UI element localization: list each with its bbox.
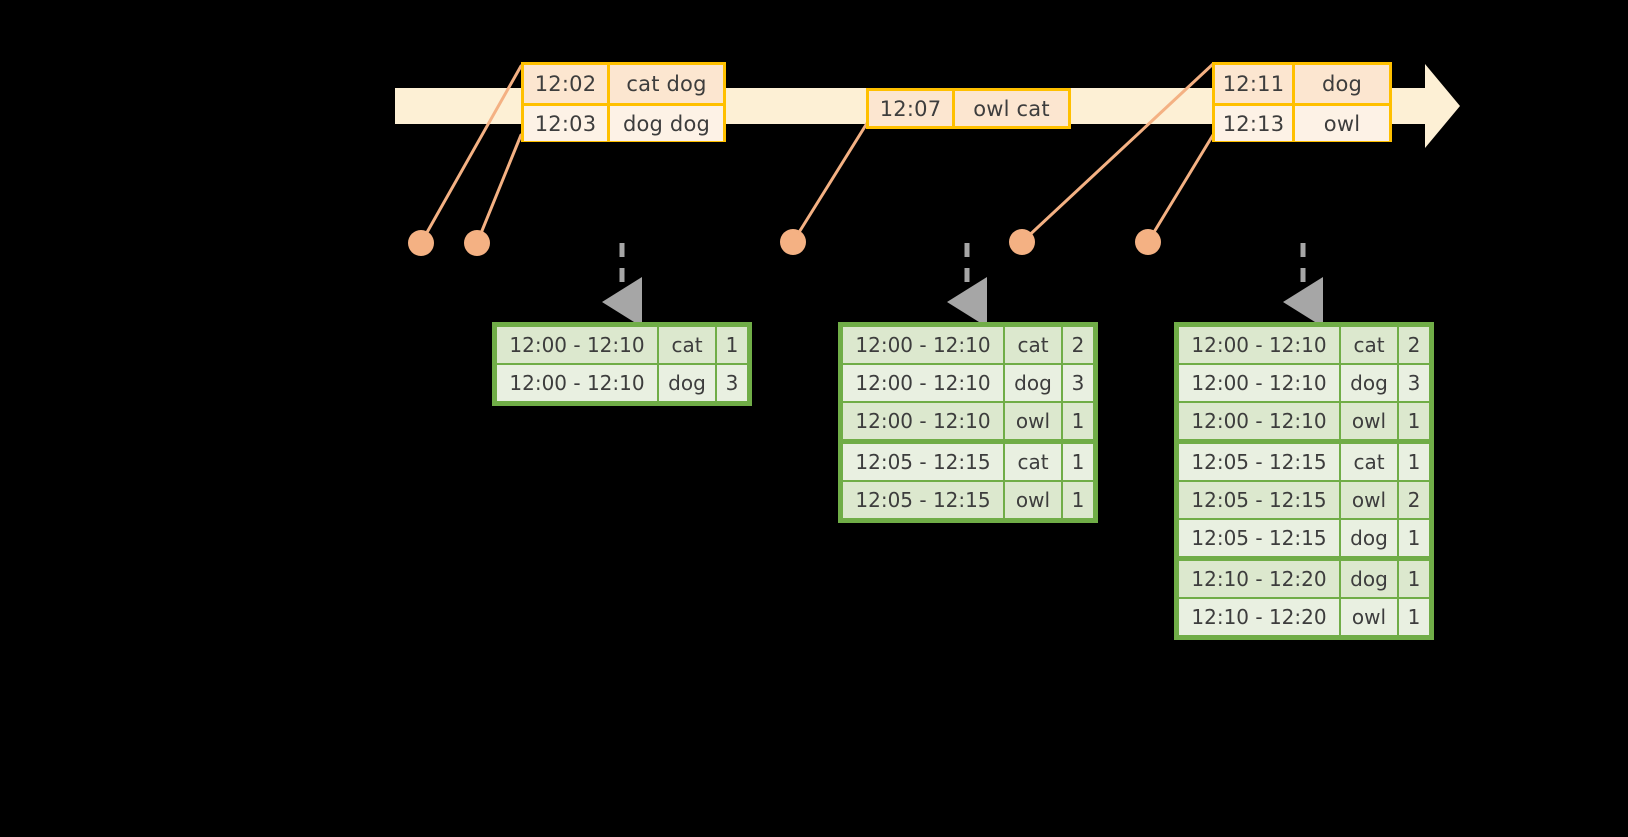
window-cell: 12:05 - 12:15 xyxy=(1179,520,1339,556)
dashed-arrows xyxy=(602,243,1323,327)
count-cell: 1 xyxy=(1399,561,1429,597)
count-cell: 2 xyxy=(1399,327,1429,363)
count-cell: 1 xyxy=(1063,444,1093,480)
count-cell: 3 xyxy=(1063,365,1093,401)
word-cell: owl xyxy=(1341,403,1397,439)
event-dot-1[interactable] xyxy=(408,230,434,256)
event-time: 12:13 xyxy=(1215,103,1295,141)
event-time: 12:02 xyxy=(524,65,610,103)
count-cell: 1 xyxy=(1399,599,1429,635)
event-words: owl xyxy=(1295,103,1389,141)
window-cell: 12:00 - 12:10 xyxy=(843,327,1003,363)
event-time: 12:03 xyxy=(524,103,610,141)
word-cell: dog xyxy=(1341,561,1397,597)
window-cell: 12:10 - 12:20 xyxy=(1179,599,1339,635)
window-cell: 12:00 - 12:10 xyxy=(1179,365,1339,401)
window-cell: 12:05 - 12:15 xyxy=(1179,482,1339,518)
word-cell: dog xyxy=(1341,520,1397,556)
window-cell: 12:00 - 12:10 xyxy=(497,365,657,401)
word-cell: owl xyxy=(1341,482,1397,518)
event-dot-2[interactable] xyxy=(464,230,490,256)
event-time: 12:11 xyxy=(1215,65,1295,103)
window-cell: 12:10 - 12:20 xyxy=(1179,561,1339,597)
count-cell: 1 xyxy=(717,327,747,363)
count-cell: 1 xyxy=(1063,403,1093,439)
event-row[interactable]: 12:03 dog dog xyxy=(524,103,723,141)
event-time: 12:07 xyxy=(869,91,955,126)
word-cell: dog xyxy=(1341,365,1397,401)
word-cell: owl xyxy=(1005,403,1061,439)
event-dot-3[interactable] xyxy=(780,229,806,255)
event-row[interactable]: 12:07 owl cat xyxy=(869,91,1068,126)
word-cell: cat xyxy=(1341,444,1397,480)
count-cell: 3 xyxy=(1399,365,1429,401)
event-group-1[interactable]: 12:02 cat dog 12:03 dog dog xyxy=(521,62,726,142)
event-words: cat dog xyxy=(626,72,707,96)
event-group-2[interactable]: 12:07 owl cat xyxy=(866,88,1071,129)
event-group-3[interactable]: 12:11 dog 12:13 owl xyxy=(1212,62,1392,142)
event-words: owl cat xyxy=(973,96,1050,121)
word-cell: dog xyxy=(1005,365,1061,401)
window-cell: 12:00 - 12:10 xyxy=(1179,327,1339,363)
event-words: dog dog xyxy=(610,103,723,141)
window-cell: 12:00 - 12:10 xyxy=(843,403,1003,439)
word-cell: owl xyxy=(1005,482,1061,518)
event-row[interactable]: 12:13 owl xyxy=(1215,103,1389,141)
word-cell: cat xyxy=(1005,327,1061,363)
event-words: dog xyxy=(1321,72,1363,96)
word-cell: dog xyxy=(659,365,715,401)
count-cell: 1 xyxy=(1399,520,1429,556)
word-cell: cat xyxy=(1005,444,1061,480)
window-cell: 12:05 - 12:15 xyxy=(843,482,1003,518)
count-cell: 2 xyxy=(1399,482,1429,518)
count-cell: 1 xyxy=(1063,482,1093,518)
event-row[interactable]: 12:02 cat dog xyxy=(524,65,723,103)
count-cell: 3 xyxy=(717,365,747,401)
event-row[interactable]: 12:11 dog xyxy=(1215,65,1389,103)
window-cell: 12:00 - 12:10 xyxy=(497,327,657,363)
word-cell: cat xyxy=(1341,327,1397,363)
window-cell: 12:00 - 12:10 xyxy=(843,365,1003,401)
count-cell: 1 xyxy=(1399,444,1429,480)
count-cell: 1 xyxy=(1399,403,1429,439)
window-cell: 12:05 - 12:15 xyxy=(843,444,1003,480)
word-cell: owl xyxy=(1341,599,1397,635)
event-dot-4[interactable] xyxy=(1009,229,1035,255)
window-cell: 12:00 - 12:10 xyxy=(1179,403,1339,439)
count-cell: 2 xyxy=(1063,327,1093,363)
window-cell: 12:05 - 12:15 xyxy=(1179,444,1339,480)
event-dot-5[interactable] xyxy=(1135,229,1161,255)
word-cell: cat xyxy=(659,327,715,363)
